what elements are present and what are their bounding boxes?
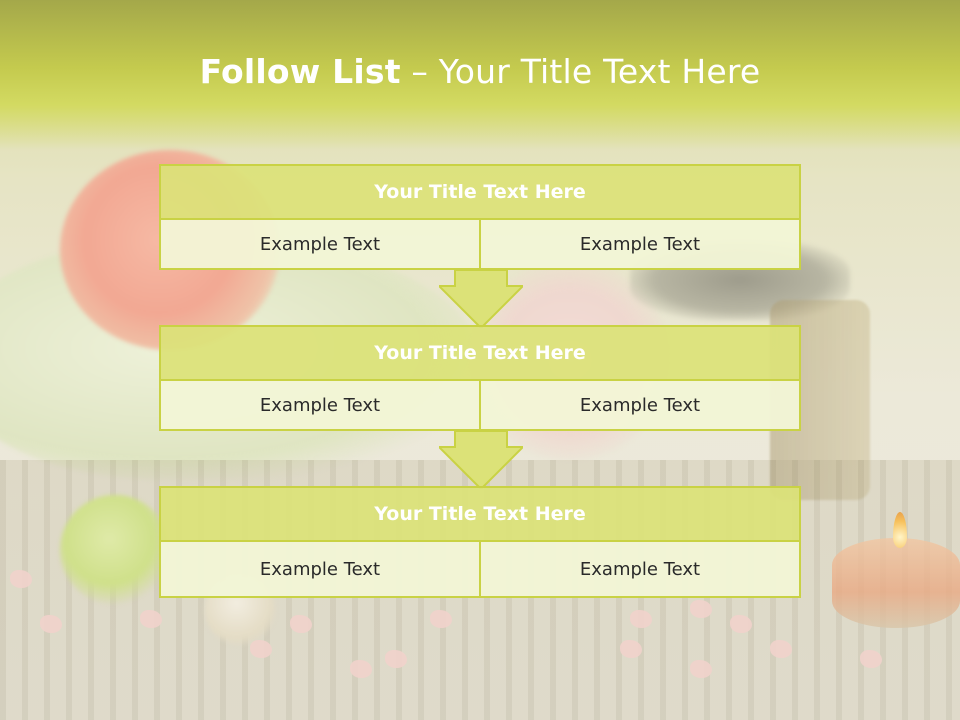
salt-crystal <box>385 650 407 668</box>
salt-crystal <box>40 615 62 633</box>
salt-crystal <box>10 570 32 588</box>
salt-crystal <box>690 660 712 678</box>
flow-cell-right: Example Text <box>479 220 801 270</box>
flow-cell-left: Example Text <box>159 220 481 270</box>
salt-crystal <box>620 640 642 658</box>
flow-cell-left: Example Text <box>159 542 481 598</box>
salt-crystal <box>730 615 752 633</box>
salt-crystal <box>630 610 652 628</box>
flow-cell-left: Example Text <box>159 381 481 431</box>
salt-crystal <box>250 640 272 658</box>
candle-shape <box>832 538 960 628</box>
page-title-bold: Follow List <box>199 52 401 91</box>
flow-step-2: Your Title Text Here Example Text Exampl… <box>159 325 801 431</box>
page-title: Follow List – Your Title Text Here <box>0 52 960 91</box>
flow-step-title: Your Title Text Here <box>159 164 801 220</box>
flow-step-title: Your Title Text Here <box>159 486 801 542</box>
salt-crystal <box>350 660 372 678</box>
page-title-rest: – Your Title Text Here <box>400 52 761 91</box>
flow-cell-right: Example Text <box>479 381 801 431</box>
candle-flame <box>893 512 907 548</box>
header-band <box>0 0 960 150</box>
salt-crystal <box>690 600 712 618</box>
green-ball-shape <box>60 495 170 605</box>
salt-crystal <box>860 650 882 668</box>
salt-crystal <box>290 615 312 633</box>
flow-step-row: Example Text Example Text <box>159 542 801 598</box>
flow-cell-right: Example Text <box>479 542 801 598</box>
salt-crystal <box>140 610 162 628</box>
flow-step-3: Your Title Text Here Example Text Exampl… <box>159 486 801 598</box>
flow-step-row: Example Text Example Text <box>159 220 801 270</box>
down-arrow-icon <box>439 431 523 489</box>
flow-step-title: Your Title Text Here <box>159 325 801 381</box>
salt-crystal <box>430 610 452 628</box>
down-arrow-icon <box>439 270 523 328</box>
flow-step-row: Example Text Example Text <box>159 381 801 431</box>
salt-crystal <box>770 640 792 658</box>
flow-step-1: Your Title Text Here Example Text Exampl… <box>159 164 801 270</box>
